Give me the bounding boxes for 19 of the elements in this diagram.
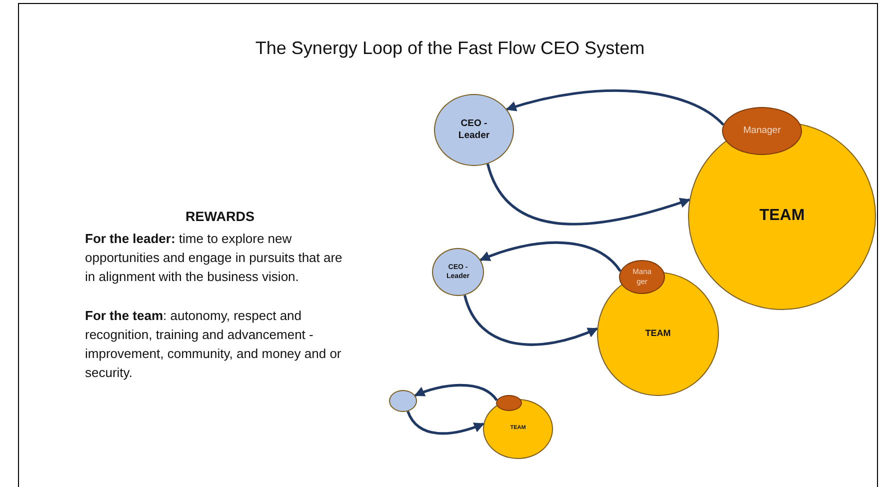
node-label: TEAM [645,328,671,340]
manager-oval [619,260,665,294]
manager-oval [722,107,802,155]
rewards-paragraph: For the leader: time to explore new opportunities and engage in pursuits that are in alignment with the business vision. [85,230,344,286]
curved-arrow [506,89,724,126]
leader-circle [432,248,484,296]
node-label: CEO - Leader [457,118,491,142]
rewards-paragraph: For the team: autonomy, respect and recognition, training and advancement -improvement, community, and money and or security. [85,307,342,382]
leader-circle [389,390,417,412]
curved-arrow [464,294,598,346]
curved-arrow [480,241,622,272]
curved-arrow [486,163,690,226]
rewards-heading: REWARDS [184,209,256,224]
manager-oval [496,395,522,411]
node-label: Manager [743,124,781,138]
curved-arrow [414,384,498,402]
diagram-title: The Synergy Loop of the Fast Flow CEO System [254,38,646,59]
node-label: TEAM [759,206,805,226]
curved-arrow [406,410,484,435]
